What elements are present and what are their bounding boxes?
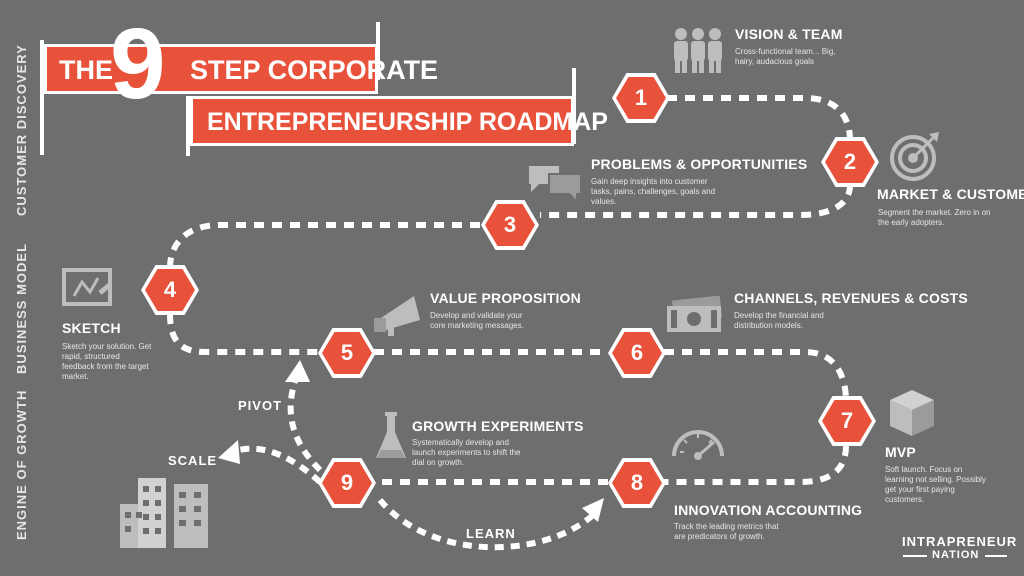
step-3-number: 3 (485, 204, 535, 246)
step-2-hexagon: 2 (821, 137, 879, 187)
step-1-description: Cross-functional team... Big, hairy, aud… (735, 47, 836, 66)
step-8-hexagon: 8 (608, 458, 666, 508)
pivot-label: PIVOT (238, 398, 283, 413)
sketch-screen-icon (62, 268, 113, 306)
step-5-title: VALUE PROPOSITION (430, 290, 581, 306)
title-the: THE (59, 55, 113, 85)
banner-pole-left (40, 40, 44, 155)
step-6-description: Develop the financial and distribution m… (734, 311, 824, 330)
step-7-number: 7 (822, 400, 872, 442)
box-icon (890, 390, 934, 436)
step-9-number: 9 (322, 462, 372, 504)
title-nine: 9 (110, 8, 166, 120)
road-2-to-3 (540, 184, 853, 218)
road-7-to-8 (664, 445, 849, 485)
banner-pole-right-top (376, 22, 380, 80)
learn-label: LEARN (466, 526, 516, 541)
step-8-description: Track the leading metrics that are predi… (674, 522, 779, 541)
gauge-icon (672, 430, 724, 460)
step-6-title: CHANNELS, REVENUES & COSTS (734, 290, 968, 306)
step-3-title: PROBLEMS & OPPORTUNITIES (591, 156, 808, 172)
pivot-path (287, 377, 323, 473)
banner-pole-left-bottom (186, 96, 190, 156)
pivot-arrowhead (285, 360, 310, 382)
step-1-hexagon: 1 (612, 73, 670, 123)
step-2-number: 2 (825, 141, 875, 183)
title-line1: STEP CORPORATE (190, 55, 439, 85)
step-6-hexagon: 6 (608, 328, 666, 378)
speech-bubbles-icon (529, 166, 582, 202)
money-stack-icon (667, 296, 723, 332)
step-3-description: Gain deep insights into customer tasks, … (591, 177, 716, 206)
road-1-to-2 (667, 95, 853, 141)
step-1-title: VISION & TEAM (735, 26, 843, 42)
step-7-hexagon: 7 (818, 396, 876, 446)
step-4-title: SKETCH (62, 320, 121, 336)
phase-engine-of-growth: ENGINE OF GROWTH (14, 389, 29, 540)
step-5-number: 5 (322, 332, 372, 374)
scale-arrowhead (218, 440, 240, 464)
phase-customer-discovery: CUSTOMER DISCOVERY (14, 44, 29, 216)
road-6-to-7 (664, 349, 849, 399)
brand-rule-left (903, 555, 927, 557)
step-4-number: 4 (145, 269, 195, 311)
title-banner-top: THE STEP CORPORATE (44, 44, 438, 94)
step-8-number: 8 (612, 462, 662, 504)
road-4-to-5 (167, 313, 318, 355)
scale-label: SCALE (168, 453, 218, 468)
learn-arrowhead (582, 498, 604, 522)
step-4-hexagon: 4 (141, 265, 199, 315)
scale-path (230, 445, 323, 485)
banner-pole-right-bottom (572, 68, 576, 144)
step-2-title: MARKET & CUSTOMER (877, 186, 1024, 202)
step-4-description: Sketch your solution. Get rapid, structu… (62, 342, 152, 381)
phase-business-model: BUSINESS MODEL (14, 242, 29, 374)
brand-line2: NATION (932, 549, 980, 561)
step-5-description: Develop and validate your core marketing… (430, 311, 524, 330)
learn-path (377, 498, 594, 551)
step-8-title: INNOVATION ACCOUNTING (674, 502, 863, 518)
step-7-description: Soft launch. Focus on learning not selli… (885, 465, 986, 504)
target-icon (890, 132, 939, 181)
brand-line1: INTRAPRENEUR (902, 534, 1018, 549)
step-1-number: 1 (616, 77, 666, 119)
megaphone-icon (374, 296, 420, 336)
buildings-icon (120, 478, 208, 548)
step-9-title: GROWTH EXPERIMENTS (412, 418, 584, 434)
step-9-description: Systematically develop and launch experi… (412, 438, 521, 467)
brand-rule-right (985, 555, 1007, 557)
flask-icon (376, 412, 406, 458)
road-3-to-4 (167, 222, 480, 269)
title-banner-bottom: ENTREPRENEURSHIP ROADMAP (190, 96, 608, 146)
step-7-title: MVP (885, 444, 916, 460)
team-icon (674, 28, 722, 73)
title-line2: ENTREPRENEURSHIP ROADMAP (207, 108, 608, 136)
step-2-description: Segment the market. Zero in on the early… (878, 208, 991, 227)
step-6-number: 6 (612, 332, 662, 374)
